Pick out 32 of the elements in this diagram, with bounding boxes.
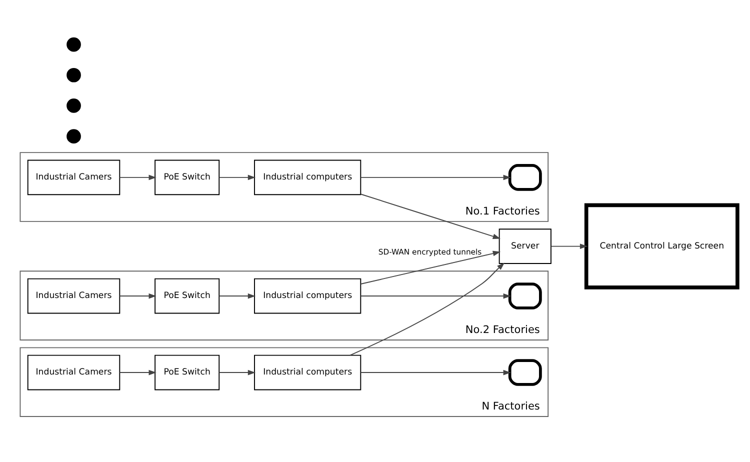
arrow (550, 244, 588, 249)
arrow (360, 370, 511, 376)
arrow (119, 370, 156, 376)
node-monitor (508, 282, 542, 310)
node-box: Industrial computers (254, 278, 362, 314)
arrow (360, 194, 500, 239)
node-circle (66, 68, 81, 82)
node-circle (66, 98, 81, 113)
node-box: Industrial Camers (27, 354, 120, 390)
node-box: Industrial Camers (27, 160, 120, 196)
node-box: Industrial computers (254, 354, 362, 390)
node-box: Server (498, 228, 552, 264)
arrow (218, 370, 256, 376)
arrow (119, 174, 156, 180)
node-box: PoE Switch (154, 354, 220, 390)
arrow (360, 174, 511, 180)
node-monitor (508, 164, 542, 191)
arrow (218, 174, 256, 180)
arrow (218, 293, 256, 299)
node-monitor (508, 359, 542, 386)
node-box: PoE Switch (154, 160, 220, 196)
node-circle (66, 129, 81, 144)
arrow (350, 262, 505, 356)
node-circle (66, 37, 81, 52)
node-box: PoE Switch (154, 278, 220, 314)
node-box: Central Control Large Screen (584, 203, 740, 290)
node-box: Industrial Camers (27, 278, 120, 314)
arrow (119, 293, 156, 299)
arrow (360, 250, 501, 284)
edge-label: SD-WAN encrypted tunnels (378, 247, 482, 256)
node-box: Industrial computers (254, 160, 362, 196)
arrow (360, 293, 511, 299)
